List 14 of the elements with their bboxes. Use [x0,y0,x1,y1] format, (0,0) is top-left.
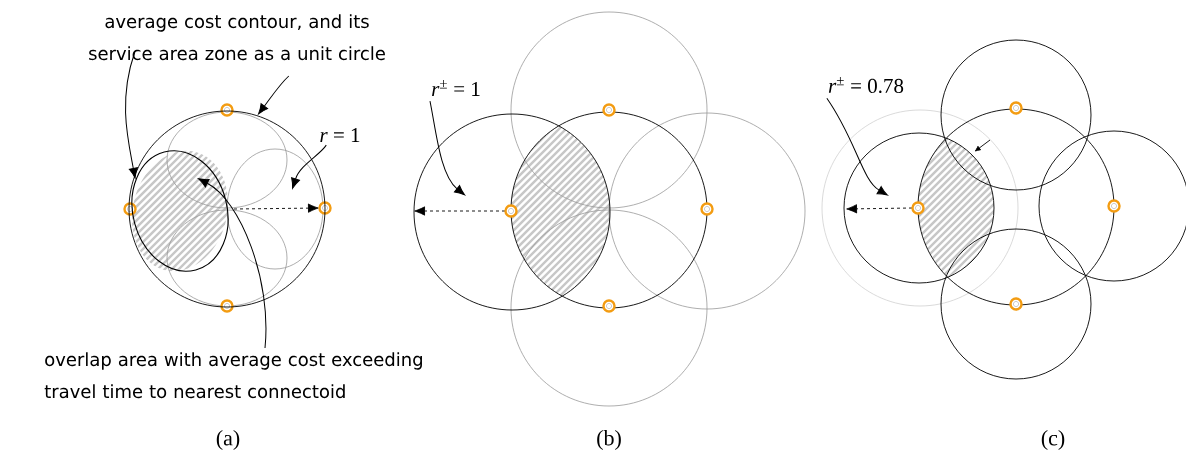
math-label: r = 1 [320,128,360,142]
text-label: average cost contour, and its service area zone as a unit circle [89,14,385,61]
leader-line [198,178,267,349]
text-label: overlap area with average cost exceeding travel time to nearest connectoid [44,352,422,399]
panel-label: (c) [1041,430,1065,450]
leader-line [258,75,290,115]
leader-line [125,51,138,179]
math-label: r$^{±}$ = 1 [432,80,480,96]
math-label: r$^{±}$ = 0.78 [828,76,904,94]
panel-label: (b) [597,430,621,450]
panel-label: (a) [216,430,240,450]
leader-line [429,100,466,196]
leader-line [291,144,327,189]
leader-line [826,97,888,196]
